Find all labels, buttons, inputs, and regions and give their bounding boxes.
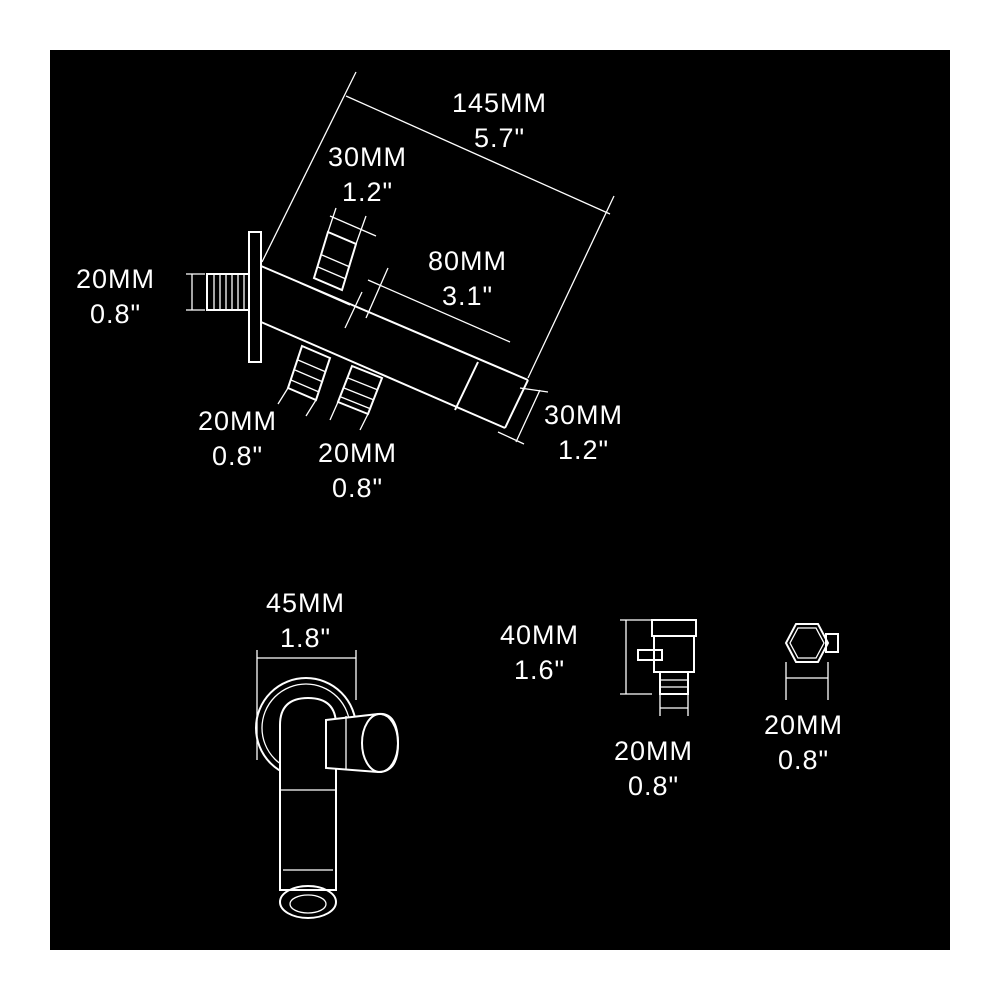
label-nut-width: 20MM 0.8": [764, 708, 843, 778]
label-outlet-bottom-2-inch: 0.8": [331, 473, 384, 503]
label-body-length: 80MM 3.1": [428, 244, 507, 314]
drawing-panel: [50, 50, 950, 950]
label-valve-height-mm: 40MM: [500, 620, 580, 650]
label-overall-inch: 5.7": [473, 123, 526, 153]
label-outlet-bottom-1: 20MM 0.8": [198, 404, 277, 474]
front-view: [255, 650, 400, 919]
label-outlet-bottom-1-mm: 20MM: [198, 406, 278, 436]
label-outlet-bottom-1-inch: 0.8": [211, 441, 264, 471]
label-valve-thread: 20MM 0.8": [614, 734, 693, 804]
label-flange-inch: 1.8": [279, 623, 332, 653]
valve-side-view: [620, 619, 697, 716]
label-body-inch: 3.1": [441, 281, 494, 311]
top-outlet: [312, 230, 358, 292]
main-body: [260, 265, 529, 429]
label-valve-thread-inch: 0.8": [627, 771, 680, 801]
label-end-diameter: 30MM 1.2": [544, 398, 623, 468]
dim-left-inlet: [186, 273, 205, 311]
label-valve-thread-mm: 20MM: [614, 736, 694, 766]
label-body-mm: 80MM: [428, 246, 508, 276]
dim-overall: [261, 71, 615, 379]
wall-flange: [248, 231, 262, 363]
label-inlet-left-inch: 0.8": [89, 299, 142, 329]
label-inlet-left: 20MM 0.8": [76, 262, 155, 332]
bottom-outlet-1: [286, 344, 332, 402]
label-outlet-top-inch: 1.2": [341, 177, 394, 207]
label-overall-mm: 145MM: [452, 88, 548, 118]
label-overall-length: 145MM 5.7": [452, 86, 547, 156]
dim-body: [365, 267, 511, 343]
side-view: [186, 71, 615, 445]
label-nut-mm: 20MM: [764, 710, 844, 740]
dim-top-outlet: [327, 207, 377, 245]
label-nut-inch: 0.8": [777, 745, 830, 775]
label-end-mm: 30MM: [544, 400, 624, 430]
label-outlet-top: 30MM 1.2": [328, 140, 407, 210]
label-flange-mm: 45MM: [266, 588, 346, 618]
label-end-inch: 1.2": [557, 435, 610, 465]
dim-end: [497, 387, 549, 445]
label-outlet-top-mm: 30MM: [328, 142, 408, 172]
left-thread: [206, 273, 250, 311]
dim-bottom-outlets: [277, 387, 369, 431]
label-flange-diameter: 45MM 1.8": [266, 586, 345, 656]
label-outlet-bottom-2-mm: 20MM: [318, 438, 398, 468]
hex-nut: [784, 623, 830, 663]
label-outlet-bottom-2: 20MM 0.8": [318, 436, 397, 506]
valve-top-view: [784, 623, 839, 700]
label-valve-height-inch: 1.6": [513, 655, 566, 685]
label-inlet-left-mm: 20MM: [76, 264, 156, 294]
label-valve-height: 40MM 1.6": [500, 618, 579, 688]
bottom-outlet-2: [336, 364, 384, 416]
